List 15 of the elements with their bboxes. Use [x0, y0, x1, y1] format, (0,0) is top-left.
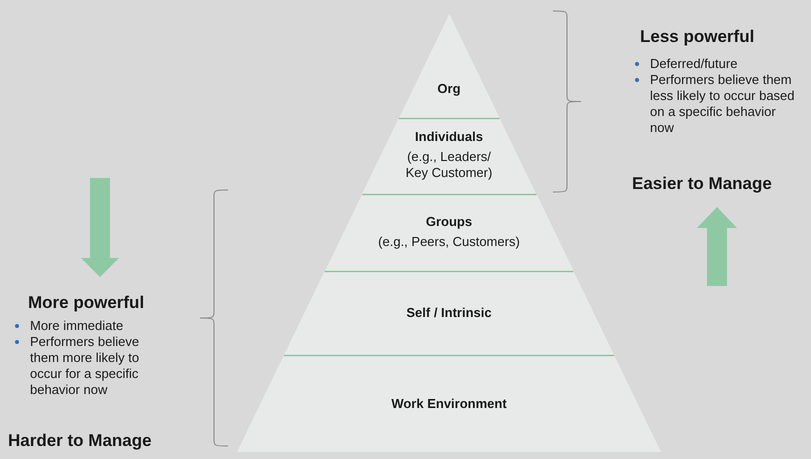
layer-title: Self / Intrinsic [406, 305, 492, 321]
bullet-text: Performers believe them more likely to occur for a specific behavior now [30, 334, 140, 398]
bullet-text: Deferred/future [650, 56, 738, 72]
side-heading: More powerful [28, 293, 144, 313]
layer-title: Org [437, 81, 461, 97]
layer-title: Individuals [415, 129, 483, 145]
layer-example: (e.g., Peers, Customers) [378, 234, 520, 250]
bullet-text: More immediate [30, 318, 124, 334]
layer-title: Work Environment [391, 396, 507, 412]
side-heading: Less powerful [640, 27, 754, 47]
side-heading: Easier to Manage [632, 174, 772, 194]
layer-example: (e.g., Leaders/ Key Customer) [404, 149, 494, 181]
bullet-text: Performers believe them less likely to occur based on a specific behavior now [650, 72, 796, 136]
side-heading: Harder to Manage [8, 431, 152, 451]
layer-title: Groups [426, 214, 472, 230]
